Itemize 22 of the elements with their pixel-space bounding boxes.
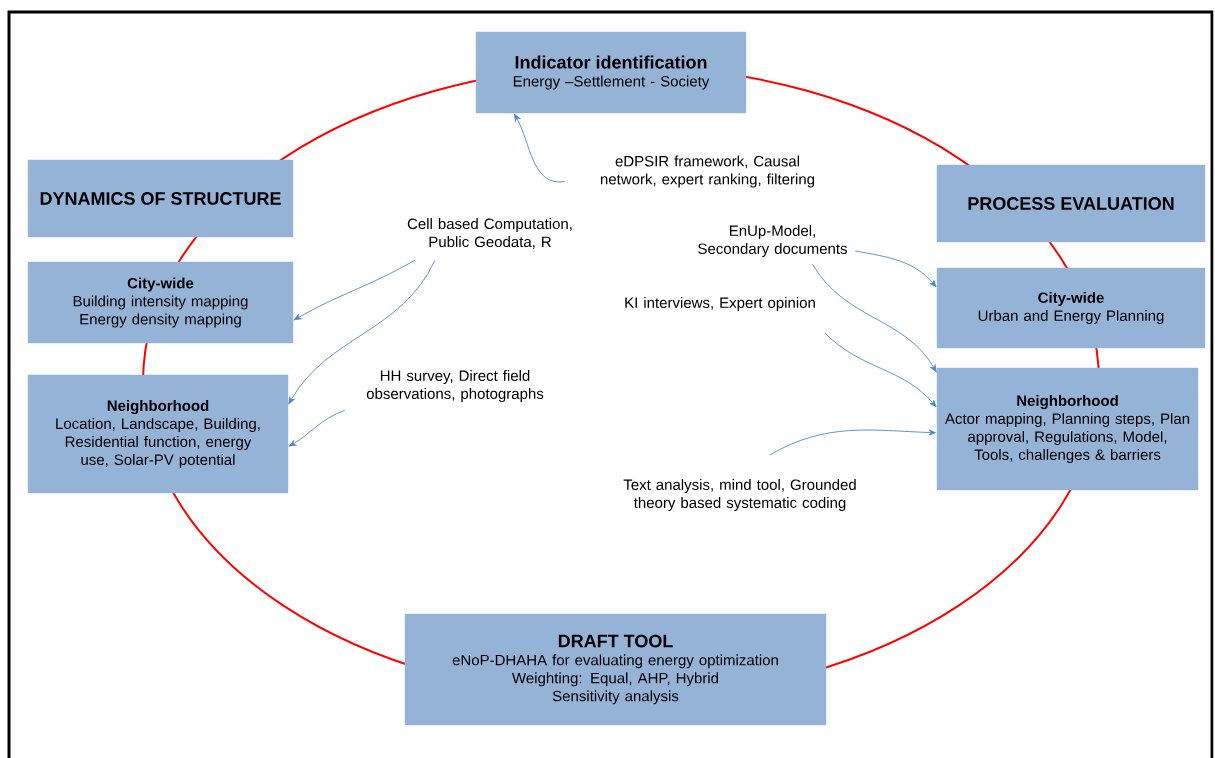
arrow [288, 259, 436, 405]
arrow [513, 113, 566, 183]
process-box: Neighborhood Location, Landscape, Building, Residential function, energy use, Solar-PV potential [27, 374, 289, 494]
process-box: City-wide Urban and Energy Planning [936, 267, 1206, 349]
process-box: Indicator identification Energy –Settlement - Society [475, 31, 747, 114]
process-box: DRAFT TOOL eNoP-DHAHA for evaluating energy optimization Weighting: Equal, AHP, Hybrid Sensitivity analysis [404, 613, 827, 726]
process-box: City-wide Building intensity mapping Energy density mapping [27, 261, 294, 344]
arrow [293, 259, 416, 321]
arrow [854, 250, 937, 288]
process-box: Neighborhood Actor mapping, Planning steps, Plan approval, Regulations, Model, Tools, challenges & barriers [936, 367, 1199, 491]
process-box: PROCESS EVALUATION [936, 164, 1206, 243]
method-text: KI interviews, Expert opinion [625, 297, 815, 311]
arrow [824, 332, 937, 408]
arrow [769, 429, 937, 456]
arrow [812, 263, 937, 373]
method-text: EnUp-Model, Secondary documents [698, 225, 847, 257]
method-text: HH survey, Direct field observations, photographs [366, 370, 544, 402]
arrow [288, 409, 346, 447]
process-box: DYNAMICS OF STRUCTURE [27, 159, 294, 238]
method-text: eDPSIR framework, Causal network, expert ranking, filtering [600, 155, 815, 188]
method-text: Text analysis, mind tool, Grounded theory based systematic coding [623, 479, 856, 511]
method-text: Cell based Computation, Public Geodata, R [407, 218, 572, 249]
